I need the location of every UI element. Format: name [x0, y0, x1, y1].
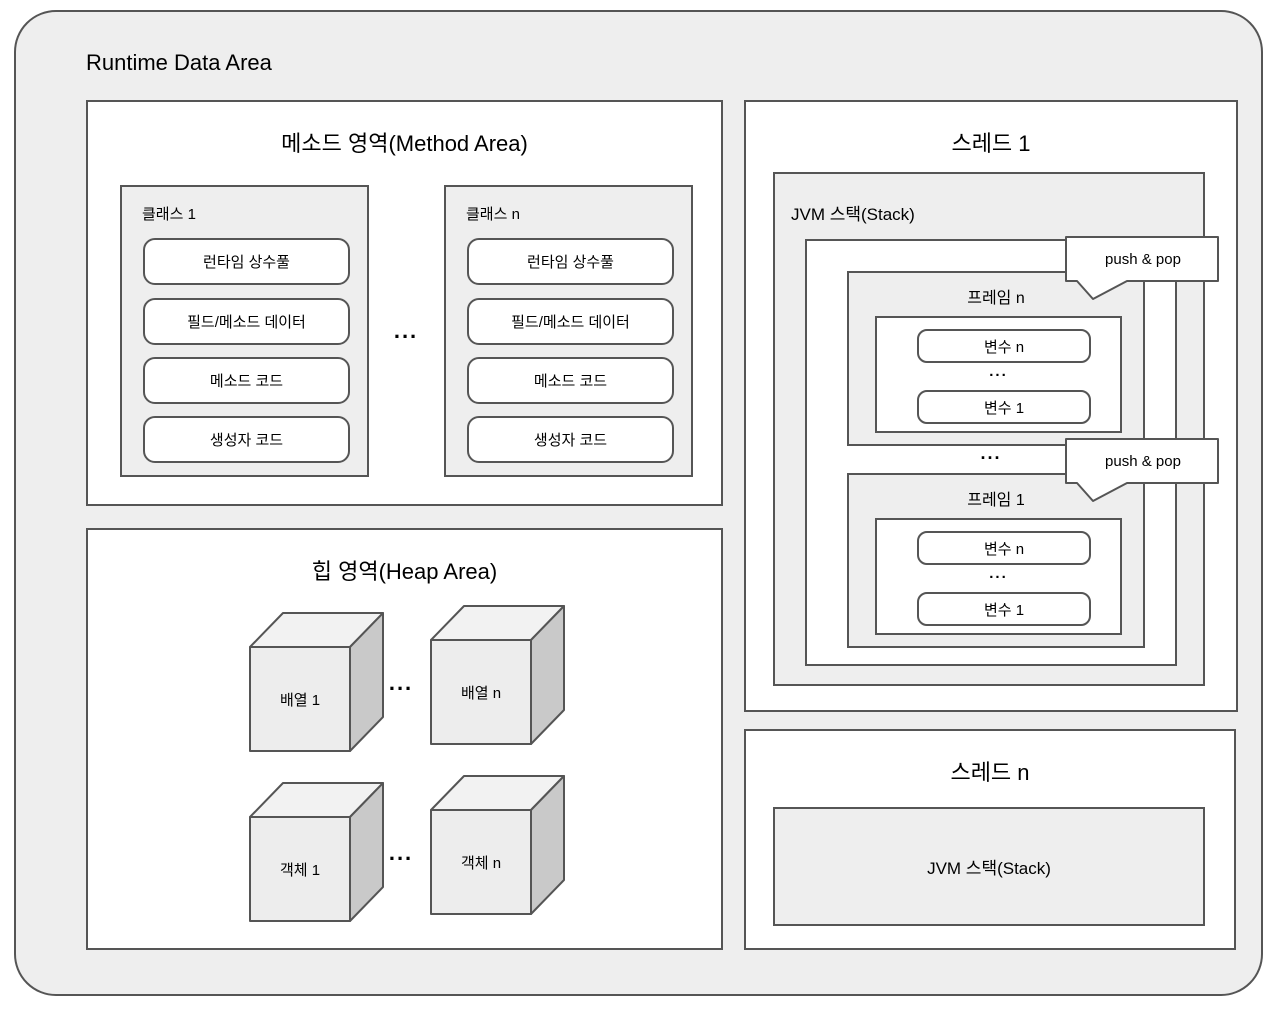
constructor-code-item: 생성자 코드	[143, 416, 350, 463]
object-n-label: 객체 n	[460, 855, 502, 872]
jvm-stack-label: JVM 스택(Stack)	[927, 859, 1051, 878]
field-method-data-item: 필드/메소드 데이터	[143, 298, 350, 345]
thread-1-title: 스레드 1	[951, 131, 1031, 156]
heap-area-title: 힙 영역(Heap Area)	[311, 559, 498, 584]
variable-ellipsis: ...	[989, 363, 1008, 380]
array-1-label: 배열 1	[279, 692, 321, 709]
method-area-panel: 메소드 영역(Method Area) 클래스 1 런타임 상수풀 필드/메소드…	[86, 100, 723, 506]
thread-n-title: 스레드 n	[950, 760, 1030, 785]
cube-icon	[430, 605, 565, 745]
variable-n-box: 변수 n	[917, 531, 1091, 565]
frame-n-label: 프레임 n	[967, 290, 1025, 307]
array-n-cube: 배열 n	[430, 605, 565, 745]
thread-n-panel: 스레드 n JVM 스택(Stack)	[744, 729, 1236, 950]
variable-1-box: 변수 1	[917, 390, 1091, 424]
push-pop-label: push & pop	[1105, 452, 1181, 470]
object-ellipsis: ...	[388, 840, 414, 865]
diagram-title: Runtime Data Area	[86, 50, 272, 75]
heap-area-panel: 힙 영역(Heap Area) 배열 1 ... 배열 n	[86, 528, 723, 950]
speech-bubble-icon	[1065, 438, 1219, 502]
cube-icon	[249, 782, 384, 922]
frame-n-variables-container: 변수 n ... 변수 1	[875, 316, 1122, 433]
frame-n-box: 프레임 n 변수 n ... 변수 1	[847, 271, 1145, 446]
jvm-stack-box: JVM 스택(Stack)	[773, 807, 1205, 926]
push-pop-callout-top: push & pop	[1065, 236, 1223, 306]
constructor-code-item: 생성자 코드	[467, 416, 674, 463]
array-n-label: 배열 n	[460, 685, 502, 702]
runtime-constant-pool-item: 런타임 상수풀	[143, 238, 350, 285]
method-code-item: 메소드 코드	[143, 357, 350, 404]
push-pop-callout-bottom: push & pop	[1065, 438, 1223, 508]
variable-1-box: 변수 1	[917, 592, 1091, 626]
class-n-label: 클래스 n	[466, 206, 520, 223]
cube-icon	[430, 775, 565, 915]
method-area-title: 메소드 영역(Method Area)	[281, 131, 528, 156]
array-ellipsis: ...	[388, 670, 414, 695]
runtime-constant-pool-item: 런타임 상수풀	[467, 238, 674, 285]
push-pop-label: push & pop	[1105, 250, 1181, 268]
frame-1-box: 프레임 1 변수 n ... 변수 1	[847, 473, 1145, 648]
stack-frames-container: 프레임 n 변수 n ... 변수 1 ... 프레임 1 변수 n ... 변…	[805, 239, 1177, 666]
array-1-cube: 배열 1	[249, 612, 384, 752]
jvm-stack-label: JVM 스택(Stack)	[791, 205, 915, 224]
frame-1-label: 프레임 1	[967, 492, 1025, 509]
speech-bubble-icon	[1065, 236, 1219, 300]
method-code-item: 메소드 코드	[467, 357, 674, 404]
field-method-data-item: 필드/메소드 데이터	[467, 298, 674, 345]
jvm-stack-box: JVM 스택(Stack) 프레임 n 변수 n ... 변수 1 ... 프레…	[773, 172, 1205, 686]
class-ellipsis: ...	[393, 318, 419, 343]
frame-1-variables-container: 변수 n ... 변수 1	[875, 518, 1122, 635]
class-n-box: 클래스 n 런타임 상수풀 필드/메소드 데이터 메소드 코드 생성자 코드	[444, 185, 693, 477]
frames-ellipsis: ...	[980, 443, 1002, 463]
runtime-data-area-container: Runtime Data Area 메소드 영역(Method Area) 클래…	[14, 10, 1263, 996]
object-1-label: 객체 1	[279, 862, 321, 879]
object-1-cube: 객체 1	[249, 782, 384, 922]
cube-icon	[249, 612, 384, 752]
class-1-label: 클래스 1	[142, 206, 196, 223]
object-n-cube: 객체 n	[430, 775, 565, 915]
variable-n-box: 변수 n	[917, 329, 1091, 363]
thread-1-panel: 스레드 1 JVM 스택(Stack) 프레임 n 변수 n ... 변수 1 …	[744, 100, 1238, 712]
class-1-box: 클래스 1 런타임 상수풀 필드/메소드 데이터 메소드 코드 생성자 코드	[120, 185, 369, 477]
variable-ellipsis: ...	[989, 565, 1008, 582]
